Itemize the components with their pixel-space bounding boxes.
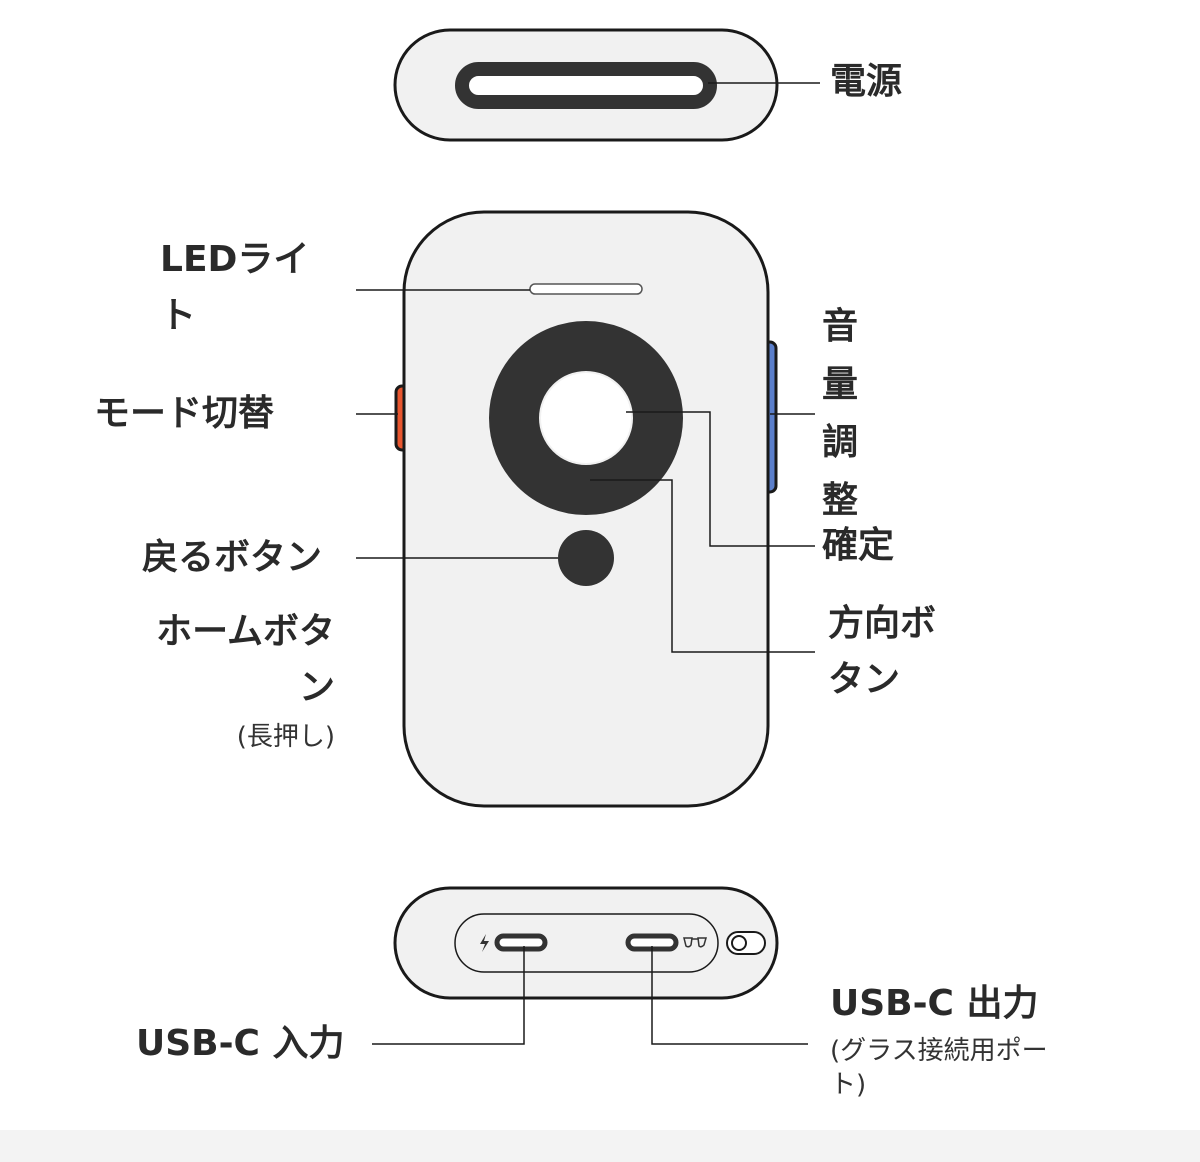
direction-pad (489, 321, 683, 515)
usb-in-leader-line (372, 946, 525, 1045)
power-label: 電源 (830, 61, 903, 102)
led-light-label: LEDライト (160, 239, 310, 336)
back-button (558, 530, 614, 586)
usb-out-leader-line (651, 946, 808, 1045)
confirm-label: 確定 (822, 525, 895, 566)
usb-out-label: USB-C 出力 (830, 983, 1039, 1024)
device-top-view (393, 28, 779, 142)
port-panel (454, 913, 719, 973)
confirm-button (541, 373, 631, 463)
mode-switch-label: モード切替 (94, 393, 275, 434)
back-button-label: 戻るボタン (142, 537, 323, 578)
volume-label: 音量調整 (821, 306, 858, 521)
direction-button-label: 方向ボタン (828, 603, 937, 700)
device-bottom-view (393, 886, 779, 1000)
leader-lines (356, 82, 820, 1045)
switch-knob (731, 935, 747, 951)
bottom-view-body (393, 886, 779, 1000)
power-button (455, 62, 717, 109)
confirm-leader-line (626, 411, 815, 547)
usb-c-input-port (494, 933, 548, 952)
usb-in-label: USB-C 入力 (136, 1023, 345, 1064)
device-front-view (394, 210, 778, 808)
home-button-label: ホームボタン (156, 611, 335, 708)
usb-out-note: (グラス接続用ポート) (830, 1036, 1048, 1100)
glasses-icon (683, 937, 707, 948)
lightning-icon (480, 934, 489, 952)
footer-strip (0, 1130, 1200, 1162)
home-button-note: (長押し) (236, 722, 335, 752)
direction-leader-line (590, 479, 815, 653)
led-light (529, 283, 643, 295)
